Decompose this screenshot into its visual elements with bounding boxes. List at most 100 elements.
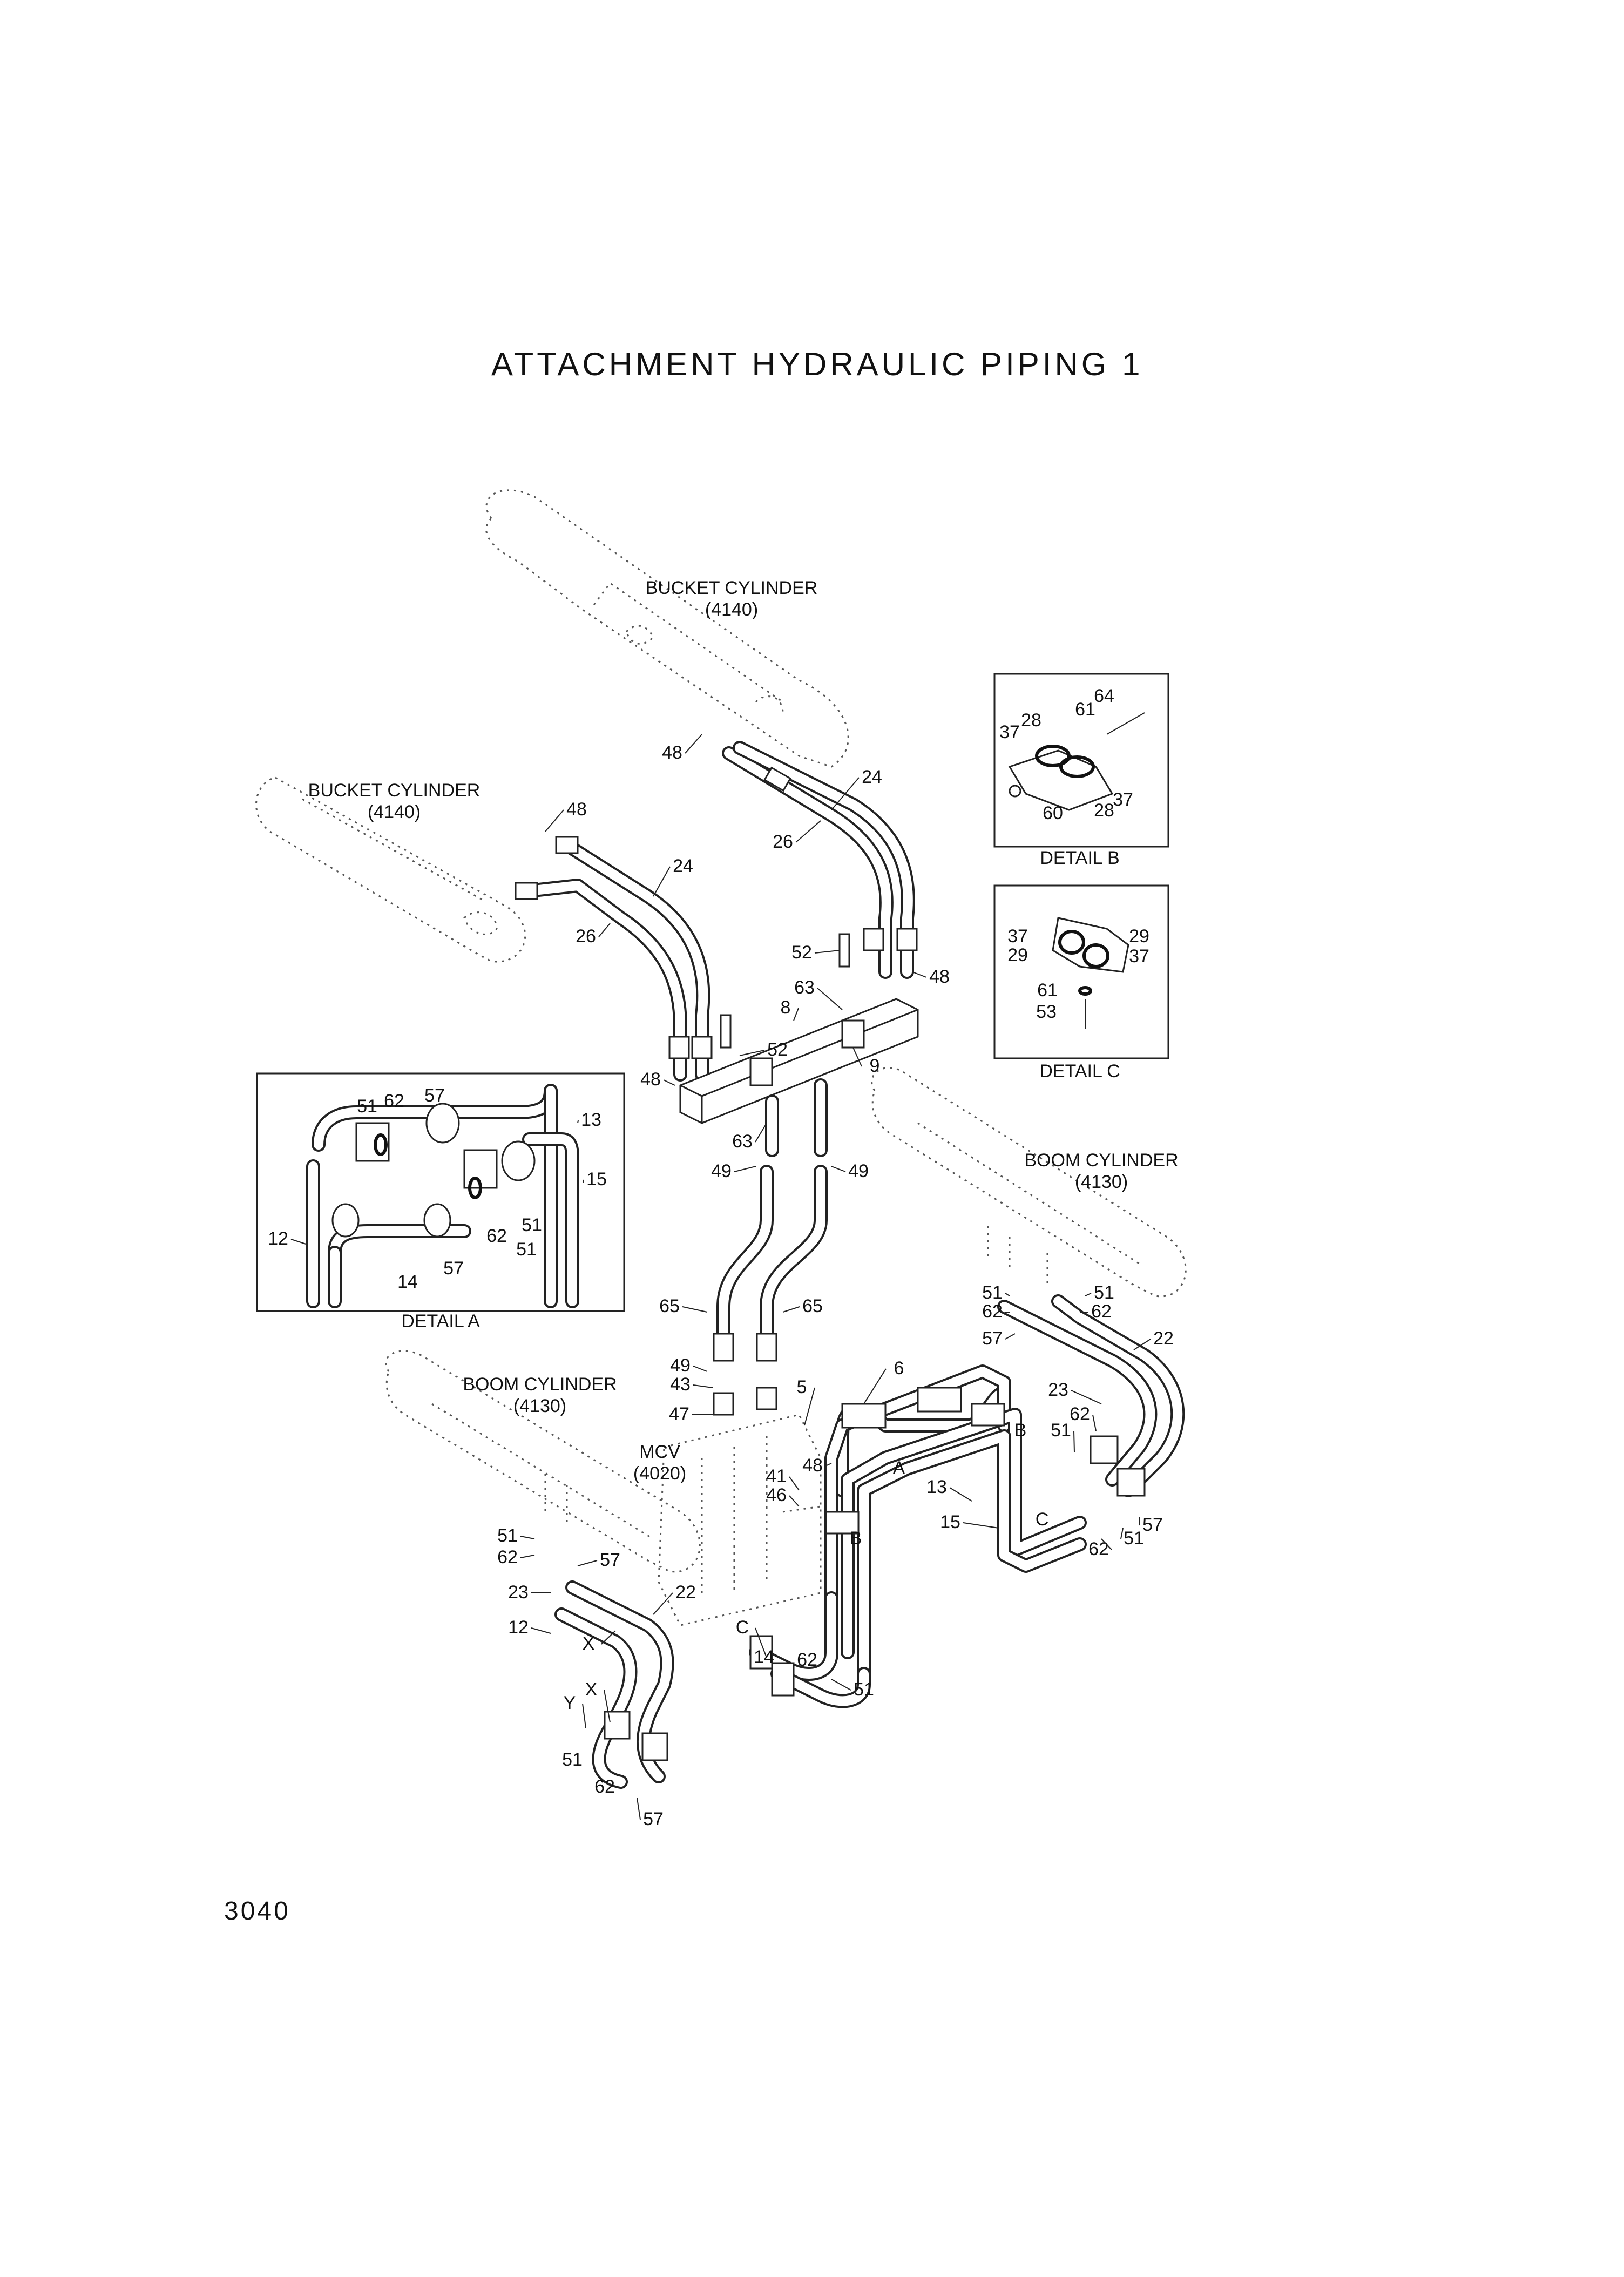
callout-callouts.main-33: 62: [982, 1301, 1003, 1322]
callout-callouts.main-24: 5: [797, 1377, 807, 1397]
callout-callouts.main-2: 26: [773, 832, 793, 852]
callout-details.b.callouts-3: 28: [1021, 710, 1041, 731]
callout-callouts.main-6: 52: [791, 942, 812, 963]
svg-text:BOOM CYLINDER: BOOM CYLINDER: [1024, 1150, 1178, 1171]
leader-line: [963, 1522, 999, 1529]
detail-b-box: [993, 673, 1169, 848]
callout-callouts.main-59: 57: [643, 1809, 664, 1829]
callout-callouts.main-18: 49: [670, 1355, 691, 1376]
callout-details.a.callouts-2: 57: [424, 1085, 445, 1106]
callout-callouts.main-47: 23: [508, 1582, 529, 1603]
detail-c-caption: DETAIL C: [1039, 1061, 1120, 1082]
boom-cylinder-right: [871, 1067, 1187, 1298]
callout-details.c.callouts-1: 29: [1007, 945, 1028, 965]
callout-callouts.main-56: Y: [564, 1693, 576, 1713]
leader-line: [789, 1495, 800, 1507]
leader-line: [1085, 1293, 1092, 1296]
callout-callouts.main-26: B: [1014, 1420, 1027, 1441]
callout-callouts.main-32: 51: [982, 1282, 1003, 1303]
detail-a-caption: DETAIL A: [401, 1311, 480, 1332]
callout-callouts.main-51: C: [736, 1617, 749, 1638]
callout-callouts.main-14: 49: [711, 1161, 732, 1181]
svg-text:(4020): (4020): [633, 1463, 686, 1484]
boom-cylinder-left: [385, 1350, 701, 1573]
svg-text:(4140): (4140): [368, 802, 421, 822]
callout-callouts.main-16: 65: [659, 1296, 680, 1316]
leader-line: [795, 820, 821, 843]
callout-details.c.callouts-0: 37: [1007, 926, 1028, 947]
svg-text:BUCKET CYLINDER: BUCKET CYLINDER: [646, 578, 818, 598]
callout-callouts.main-4: 24: [673, 856, 693, 876]
callout-callouts.main-11: 9: [870, 1056, 880, 1076]
callout-callouts.main-43: 62: [1088, 1539, 1109, 1559]
detail-a-box: [256, 1072, 625, 1312]
leader-line: [1133, 1339, 1151, 1350]
callout-callouts.main-29: C: [1036, 1509, 1049, 1530]
callout-details.b.callouts-2: 37: [999, 722, 1020, 742]
callout-details.c.callouts-3: 37: [1129, 946, 1149, 967]
callout-details.a.callouts-0: 51: [357, 1096, 377, 1117]
callout-callouts.main-42: 51: [1124, 1528, 1144, 1549]
leader-line: [912, 971, 927, 978]
leader-line: [598, 923, 611, 937]
callout-details.c.callouts-5: 53: [1036, 1002, 1057, 1022]
callout-callouts.main-25: 6: [894, 1358, 904, 1379]
leader-line: [653, 866, 671, 897]
svg-text:BOOM CYLINDER: BOOM CYLINDER: [463, 1374, 617, 1395]
callout-callouts.main-12: 48: [640, 1069, 661, 1090]
svg-text:BUCKET CYLINDER: BUCKET CYLINDER: [308, 780, 481, 801]
callout-details.c.callouts-4: 61: [1037, 980, 1058, 1001]
leader-line: [604, 1690, 611, 1723]
boom-cylinder-left-label: BOOM CYLINDER (4130): [463, 1374, 617, 1416]
page-title: ATTACHMENT HYDRAULIC PIPING 1: [491, 346, 1143, 382]
leader-line: [852, 1047, 862, 1067]
leader-line: [693, 1366, 708, 1372]
bucket-cylinder-left: [255, 776, 526, 963]
leader-line: [755, 1627, 767, 1658]
leader-line: [582, 1703, 586, 1728]
callout-callouts.main-41: 57: [1142, 1515, 1163, 1535]
leader-line: [949, 1487, 972, 1502]
leader-line: [682, 1306, 708, 1313]
hoses-65: [713, 1165, 828, 1416]
leader-line: [1139, 1517, 1140, 1526]
callout-callouts.main-22: 46: [766, 1485, 787, 1505]
callout-details.b.callouts-1: 61: [1075, 699, 1095, 720]
leader-line: [1005, 1293, 1010, 1296]
leader-line: [653, 1592, 673, 1615]
callout-callouts.main-30: 13: [926, 1477, 947, 1497]
callout-details.a.callouts-6: 62: [486, 1226, 507, 1246]
leader-line: [1092, 1414, 1097, 1431]
bucket-hoses-left: [515, 836, 713, 1082]
callout-callouts.main-37: 22: [1153, 1328, 1174, 1349]
bucket-cylinder-left-label: BUCKET CYLINDER (4140): [308, 780, 481, 822]
leader-line: [804, 1387, 815, 1426]
callout-callouts.main-20: 47: [669, 1404, 689, 1424]
callout-callouts.main-28: B: [850, 1528, 862, 1549]
leader-line: [1120, 1528, 1124, 1539]
callout-callouts.main-48: 22: [675, 1582, 696, 1603]
leader-line: [789, 1476, 800, 1491]
callout-callouts.main-39: 62: [1070, 1404, 1090, 1424]
leader-line: [577, 1560, 598, 1566]
svg-text:(4130): (4130): [513, 1396, 566, 1416]
leader-line: [782, 1306, 800, 1313]
callout-callouts.main-58: 62: [594, 1776, 615, 1797]
callout-details.a.callouts-8: 12: [268, 1228, 288, 1249]
callout-callouts.main-53: 62: [797, 1650, 817, 1670]
callout-callouts.main-15: 49: [848, 1161, 869, 1181]
leader-line: [863, 1368, 887, 1404]
callout-callouts.main-34: 57: [982, 1328, 1003, 1349]
leader-line: [583, 1179, 584, 1183]
leader-line: [545, 809, 564, 832]
callout-callouts.main-7: 48: [929, 967, 950, 987]
bucket-cylinder-upper: [485, 489, 849, 768]
leader-line: [739, 1050, 765, 1056]
leader-line: [637, 1798, 641, 1820]
callout-details.a.callouts-5: 51: [522, 1215, 542, 1235]
callout-callouts.main-50: X: [583, 1633, 595, 1654]
leader-line: [831, 1166, 846, 1172]
boom-pipe-assembly: [749, 1364, 1087, 1708]
callout-details.b.callouts-5: 28: [1094, 800, 1114, 821]
